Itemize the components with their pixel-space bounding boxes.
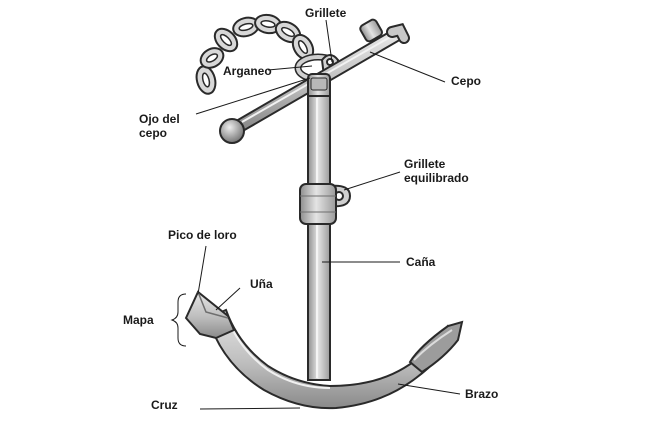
- label-mapa: Mapa: [123, 313, 154, 327]
- label-una: Uña: [250, 277, 273, 291]
- balanced-shackle: [299, 183, 352, 225]
- leader-grillete-equilibrado: [343, 171, 401, 191]
- leader-grillete: [325, 19, 333, 63]
- leader-cruz: [199, 407, 301, 410]
- leader-cepo: [369, 51, 446, 83]
- leader-pico-de-loro: [197, 245, 207, 295]
- label-arganeo: Arganeo: [223, 64, 272, 78]
- leader-brazo: [397, 383, 461, 395]
- label-cruz: Cruz: [151, 398, 178, 412]
- chain: [195, 13, 315, 95]
- label-cana: Caña: [406, 255, 436, 269]
- label-cepo: Cepo: [451, 74, 481, 88]
- label-brazo: Brazo: [465, 387, 499, 401]
- leader-una: [215, 287, 241, 311]
- leader-lines: [170, 19, 461, 410]
- label-ojo-del-cepo: Ojo del cepo: [139, 112, 180, 140]
- leader-arganeo: [267, 65, 313, 71]
- stock-eye: [307, 73, 331, 101]
- left-fluke: [184, 290, 236, 340]
- leader-ojo-del-cepo: [195, 77, 311, 115]
- arms: [206, 308, 464, 410]
- label-grillete-equilibrado: Grillete equilibrado: [404, 157, 469, 185]
- label-pico-de-loro: Pico de loro: [168, 228, 237, 242]
- shank: [307, 95, 331, 381]
- label-grillete: Grillete: [305, 6, 347, 20]
- mapa-brace: [170, 293, 187, 347]
